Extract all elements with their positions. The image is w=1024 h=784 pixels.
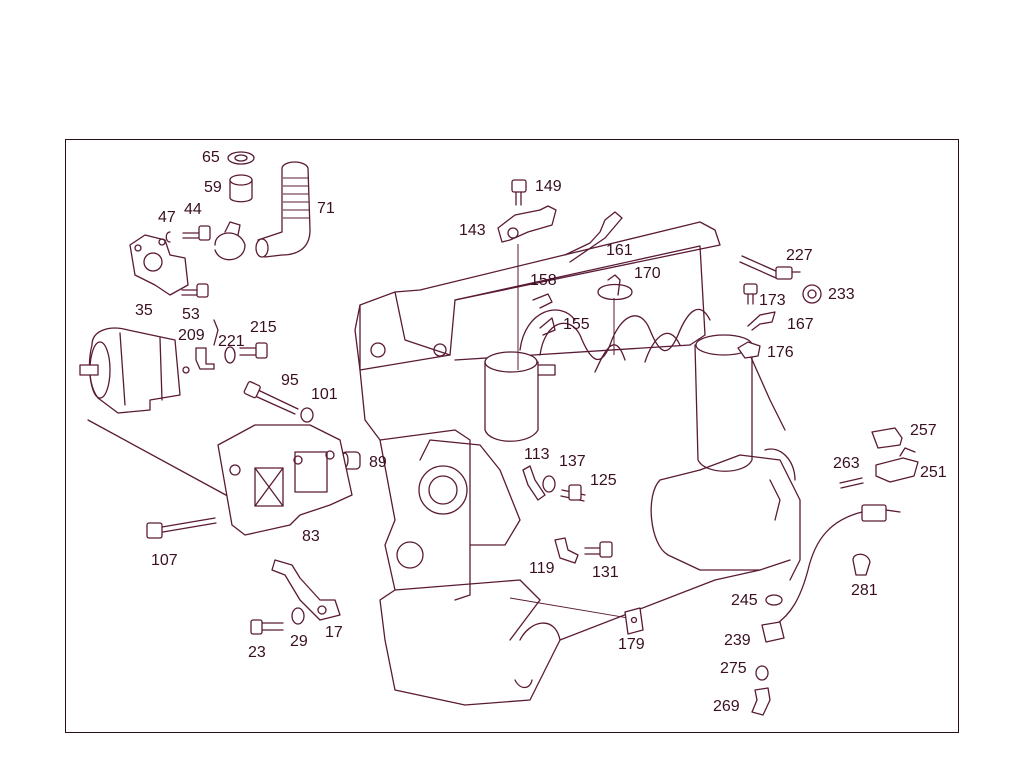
part-113-bracket [522, 465, 546, 501]
alternator [79, 327, 236, 501]
label-113: 113 [524, 446, 550, 463]
part-65-ring [227, 151, 255, 165]
part-251-connector [875, 457, 919, 483]
label-89: 89 [369, 454, 387, 471]
label-47: 47 [158, 209, 176, 226]
label-179: 179 [618, 636, 645, 653]
part-176-clip [737, 341, 761, 359]
label-95: 95 [281, 372, 299, 389]
label-161: 161 [606, 242, 633, 259]
part-227-sensor [739, 255, 779, 279]
part-170-gasket [597, 283, 633, 301]
label-119: 119 [529, 560, 555, 577]
part-257-cover [871, 427, 903, 449]
label-158: 158 [530, 272, 557, 289]
label-83: 83 [302, 528, 320, 545]
part-275-washer [755, 665, 769, 681]
part-35-housing [129, 234, 189, 296]
label-275: 275 [720, 660, 747, 677]
part-clamp [214, 232, 246, 261]
part-119-bracket [554, 537, 579, 564]
label-59: 59 [204, 179, 222, 196]
label-257: 257 [910, 422, 937, 439]
label-53: 53 [182, 306, 200, 323]
diagram-frame [65, 139, 959, 733]
part-44-bolt [182, 232, 201, 239]
label-269: 269 [713, 698, 740, 715]
label-17: 17 [325, 624, 343, 641]
label-227: 227 [786, 247, 813, 264]
part-173-bolt [743, 283, 758, 295]
part-107-bolt [161, 517, 217, 533]
part-23-bolt [261, 622, 284, 631]
label-281: 281 [851, 582, 878, 599]
label-239: 239 [724, 632, 751, 649]
part-263-pin [839, 477, 864, 489]
part-245-ring [765, 594, 783, 606]
label-101: 101 [311, 386, 338, 403]
part-215-bolt [239, 347, 259, 356]
part-209-bracket [195, 347, 215, 370]
label-71: 71 [317, 200, 335, 217]
part-131-bolt [584, 547, 603, 555]
part-59-cap [229, 179, 253, 203]
label-131: 131 [592, 564, 619, 581]
label-263: 263 [833, 455, 860, 472]
part-29-washer [291, 607, 305, 625]
part-17-bracket [271, 559, 341, 621]
label-245: 245 [731, 592, 758, 609]
part-143-bracket [497, 205, 557, 243]
part-wire [774, 511, 863, 626]
label-215: 215 [250, 319, 277, 336]
label-107: 107 [151, 552, 178, 569]
label-209: 209 [178, 327, 205, 344]
engine-block [354, 221, 801, 706]
label-170: 170 [634, 265, 661, 282]
label-65: 65 [202, 149, 220, 166]
label-149: 149 [535, 178, 562, 195]
part-137-washer [542, 475, 556, 493]
part-149-bolt [511, 179, 527, 193]
part-179-plate [624, 607, 644, 635]
label-44: 44 [184, 201, 202, 218]
part-239-sensor [761, 621, 785, 643]
part-connector-plug [861, 504, 887, 522]
label-155: 155 [563, 316, 590, 333]
part-281-clip [852, 553, 871, 576]
label-251: 251 [920, 464, 947, 481]
label-143: 143 [459, 222, 486, 239]
label-173: 173 [759, 292, 786, 309]
part-167-clip [747, 311, 776, 331]
part-233-nut [802, 284, 822, 304]
part-269-bolt [751, 687, 771, 716]
part-83-bracket [217, 424, 353, 536]
label-176: 176 [767, 344, 794, 361]
part-53-bolt [181, 289, 199, 296]
label-125: 125 [590, 472, 617, 489]
part-95-bolt [254, 389, 299, 415]
label-29: 29 [290, 633, 308, 650]
label-137: 137 [559, 453, 586, 470]
part-101-washer [300, 407, 314, 423]
label-35: 35 [135, 302, 153, 319]
part-155-clip [539, 317, 556, 336]
label-233: 233 [828, 286, 855, 303]
label-167: 167 [787, 316, 814, 333]
label-23: 23 [248, 644, 266, 661]
label-221: 221 [218, 333, 245, 350]
part-158-clip [532, 293, 553, 309]
part-161-bracket [564, 211, 623, 263]
part-221-washer [224, 346, 236, 364]
